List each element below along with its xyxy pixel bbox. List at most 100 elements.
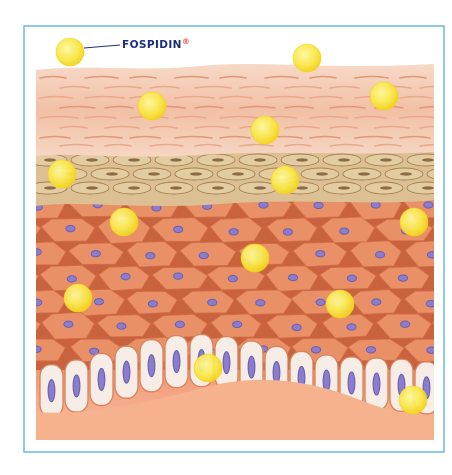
granular-cell-nucleus [232,172,244,175]
cell-nucleus [208,299,217,305]
cell-nucleus [340,228,349,234]
cell-nucleus [314,202,323,208]
basal-cell-nucleus [73,375,80,397]
basal-cell-nucleus [48,380,55,402]
cell-nucleus [426,300,435,306]
registered-mark: ® [182,37,190,46]
fospidin-particle [326,290,354,318]
granular-cell-nucleus [400,172,412,175]
cell-nucleus [316,299,325,305]
granular-cell-nucleus [422,158,434,161]
granular-cell-nucleus [86,158,98,161]
granular-cell-nucleus [338,158,350,161]
cell-nucleus [375,252,384,258]
granular-cell-nucleus [86,186,98,189]
granular-cell-nucleus [170,186,182,189]
fospidin-particle [48,160,76,188]
basal-cell-nucleus [373,373,380,395]
granular-cell-nucleus [190,172,202,175]
spinous-cell [0,195,11,218]
cell-nucleus [347,275,356,281]
fospidin-particle [271,166,299,194]
fospidin-particle [138,92,166,120]
cell-nucleus [148,301,157,307]
spinous-cell [0,339,9,362]
cell-nucleus [347,324,356,330]
cell-nucleus [366,347,375,353]
cell-nucleus [371,202,380,208]
basal-cell-nucleus [248,356,255,378]
fospidin-particle [370,82,398,110]
cell-nucleus [175,321,184,327]
cell-nucleus [174,226,183,232]
cell-nucleus [7,228,16,234]
spinous-cell [0,243,11,265]
spinous-cell [0,289,10,314]
cell-nucleus [256,300,265,306]
cell-nucleus [3,322,12,328]
granular-cell-nucleus [128,158,140,161]
granular-cell-nucleus [316,172,328,175]
cell-nucleus [174,273,183,279]
cell-nucleus [292,324,301,330]
granular-cell-nucleus [338,186,350,189]
cell-nucleus [424,202,433,208]
granular-cell-nucleus [296,158,308,161]
basal-cell-nucleus [223,352,230,374]
fospidin-particle [110,208,138,236]
fospidin-label: FOSPIDIN® [122,37,190,51]
cell-nucleus [67,276,76,282]
cell-nucleus [94,298,103,304]
cell-nucleus [228,275,237,281]
granular-cell-nucleus [358,172,370,175]
granular-cell-nucleus [44,158,56,161]
cell-nucleus [121,273,130,279]
granular-cell-nucleus [212,186,224,189]
granular-cell-nucleus [380,186,392,189]
cell-nucleus [311,347,320,353]
granular-cell-nucleus [148,172,160,175]
cell-nucleus [259,202,268,208]
fospidin-particle [399,386,427,414]
granular-cell-nucleus [106,172,118,175]
cell-nucleus [233,321,242,327]
cell-nucleus [316,250,325,256]
outer-layer [36,64,434,157]
fospidin-particle [251,116,279,144]
granular-cells [29,154,452,194]
cell-nucleus [288,274,297,280]
cell-nucleus [91,250,100,256]
granular-cell-nucleus [170,158,182,161]
granular-cell-nucleus [128,186,140,189]
cell-nucleus [283,229,292,235]
basal-cell-nucleus [173,351,180,373]
basal-cell-nucleus [348,372,355,394]
cell-nucleus [199,252,208,258]
granular-cell-nucleus [212,158,224,161]
basal-cell-nucleus [123,361,130,383]
basal-cell-nucleus [148,355,155,377]
fospidin-particle [293,44,321,72]
cell-nucleus [66,225,75,231]
cell-nucleus [9,274,18,280]
fospidin-particle [241,244,269,272]
granular-cell-nucleus [44,186,56,189]
fospidin-particle [400,208,428,236]
granular-cell-nucleus [254,186,266,189]
fospidin-particle [194,354,222,382]
fospidin-particle [56,38,84,66]
granular-cell-nucleus [296,186,308,189]
granular-cell-nucleus [254,158,266,161]
basal-cell-nucleus [98,368,105,390]
granular-cell-nucleus [422,186,434,189]
cell-nucleus [398,275,407,281]
cell-nucleus [229,229,238,235]
cell-nucleus [117,323,126,329]
cell-nucleus [64,321,73,327]
fospidin-particle [64,284,92,312]
cell-nucleus [372,299,381,305]
granular-cell-nucleus [380,158,392,161]
cell-nucleus [146,253,155,259]
label-text: FOSPIDIN [122,39,182,51]
